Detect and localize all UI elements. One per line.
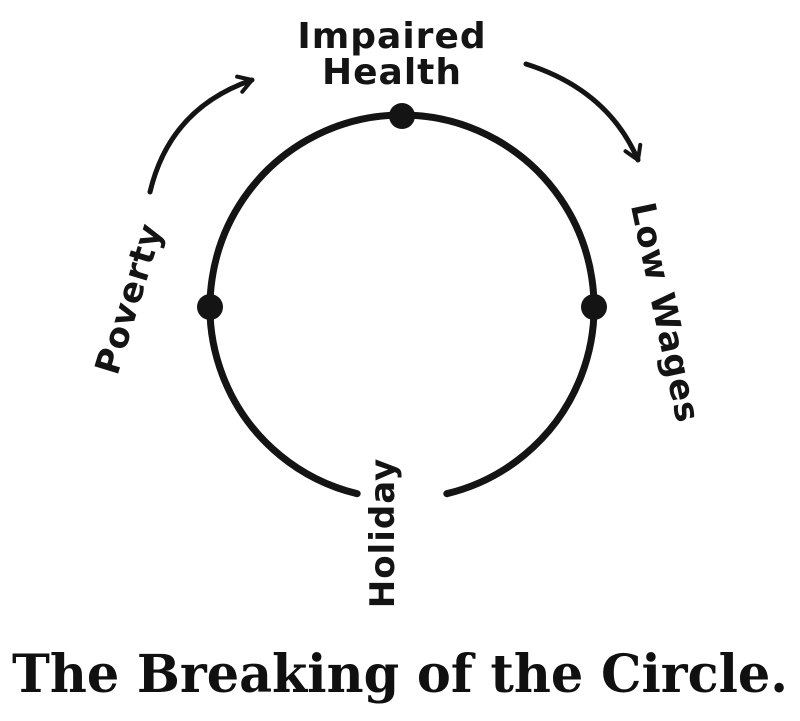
node-dot-poverty xyxy=(197,294,223,320)
node-dot-low-wages xyxy=(581,294,607,320)
broken-cycle-circle xyxy=(206,111,598,498)
clockwise-arrow-top-right-icon xyxy=(523,61,643,163)
label-impaired-health-line2: Health xyxy=(322,52,462,93)
label-impaired-health-line1: Impaired xyxy=(297,16,486,57)
figure-caption: The Breaking of the Circle. xyxy=(12,644,788,705)
node-dot-impaired-health xyxy=(389,103,415,129)
label-holiday: Holiday xyxy=(363,458,403,609)
label-poverty: Poverty xyxy=(88,218,172,379)
clockwise-arrow-top-left-icon xyxy=(147,74,255,195)
label-low-wages: Low Wages xyxy=(622,199,708,427)
